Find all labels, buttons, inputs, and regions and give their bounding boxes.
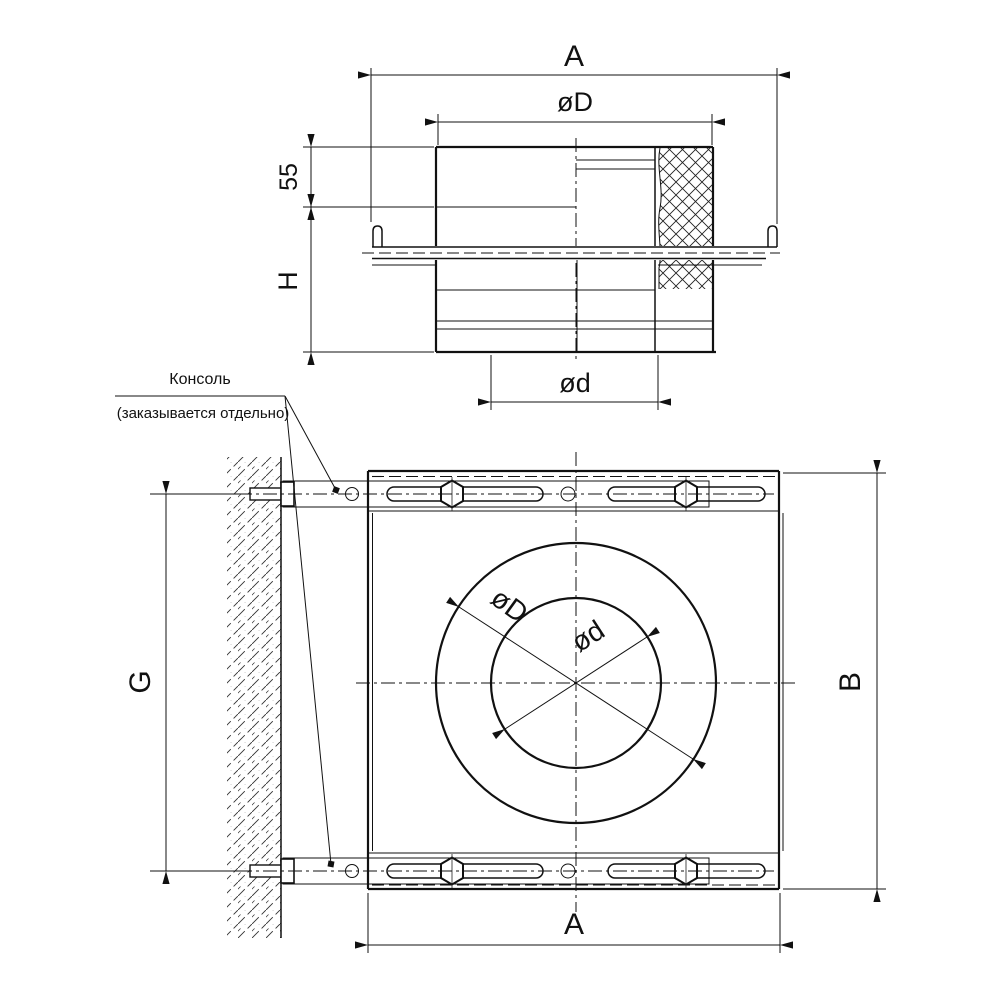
dim-label-id-side: ød <box>559 368 591 398</box>
dim-label-b: B <box>834 672 867 692</box>
leader-top <box>284 395 337 491</box>
dim-a-bottom: A <box>355 893 793 953</box>
dim-outer-diameter-top: øD <box>425 87 725 145</box>
note-line1: Консоль <box>169 371 230 388</box>
note-line2: (заказывается отдельно) <box>117 405 290 422</box>
dim-b: B <box>783 460 886 902</box>
front-view: øD ød G B A Консоль (заказывается отдель… <box>115 371 886 953</box>
leader-dot-bottom <box>327 860 335 868</box>
dim-label-55: 55 <box>275 163 303 191</box>
dim-label-g: G <box>124 670 157 693</box>
insulation-hatch <box>658 148 712 289</box>
dim-g: G <box>124 481 170 884</box>
plate-hook-left <box>372 225 383 247</box>
side-view: A øD 55 H ød <box>273 40 790 410</box>
wall <box>227 457 282 938</box>
leader-bottom <box>284 395 332 865</box>
dim-a-top: A <box>358 40 790 224</box>
wall-hatch <box>227 457 281 938</box>
dim-inner-diameter-side: ød <box>478 355 671 410</box>
inner-diameter-arrow <box>492 626 660 740</box>
dim-label-a-bottom: A <box>564 908 584 941</box>
dim-label-h: H <box>273 271 303 291</box>
mount-plate-edge <box>362 225 780 266</box>
leader-dot-top <box>332 486 340 494</box>
dim-55-h: 55 H <box>273 134 434 365</box>
dim-label-od-top: øD <box>557 87 593 117</box>
dim-label-od-front: øD <box>485 582 533 629</box>
plate-hole-circles: øD ød <box>356 452 796 912</box>
console-note: Консоль (заказывается отдельно) <box>115 371 340 868</box>
dim-label-id-front: ød <box>566 614 610 658</box>
plate-hook-right <box>767 225 778 247</box>
mount-plate-front <box>366 469 784 891</box>
dim-label-a-top: A <box>564 40 584 73</box>
